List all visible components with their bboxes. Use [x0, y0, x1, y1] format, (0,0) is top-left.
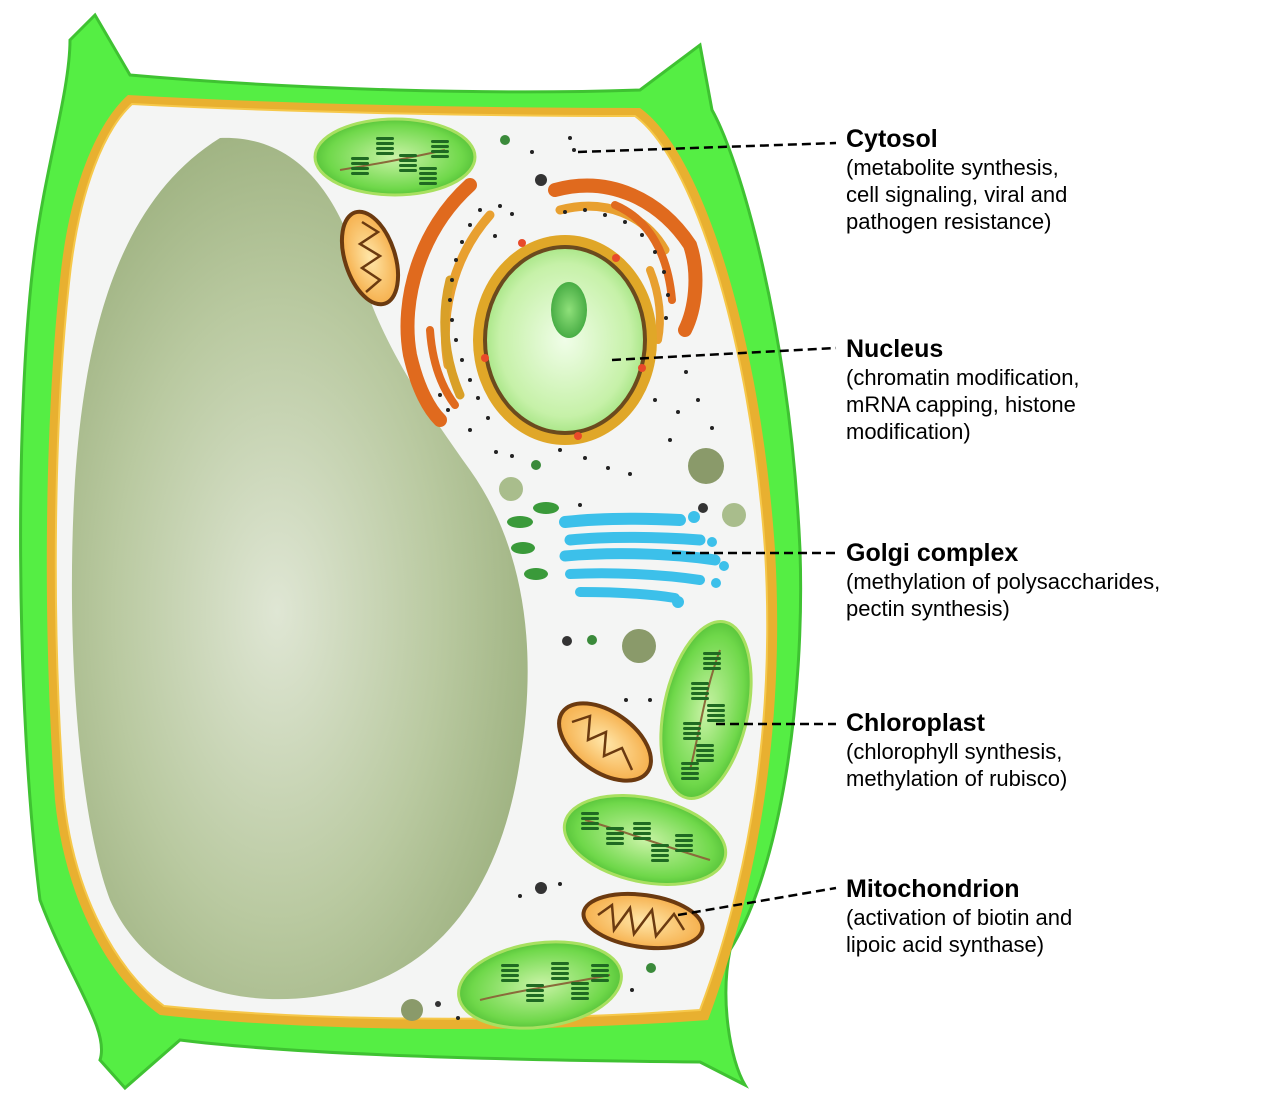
label-title: Nucleus [846, 334, 1080, 364]
label-description: (chlorophyll synthesis, methylation of r… [846, 738, 1067, 792]
label-description: (metabolite synthesis, cell signaling, v… [846, 154, 1067, 235]
label-chloroplast: Chloroplast (chlorophyll synthesis, meth… [846, 708, 1067, 792]
label-title: Golgi complex [846, 538, 1160, 568]
nucleus [473, 235, 657, 445]
label-description: (chromatin modification, mRNA capping, h… [846, 364, 1080, 445]
label-cytosol: Cytosol (metabolite synthesis, cell sign… [846, 124, 1067, 235]
label-nucleus: Nucleus (chromatin modification, mRNA ca… [846, 334, 1080, 445]
label-description: (methylation of polysaccharides, pectin … [846, 568, 1160, 622]
nucleolus [551, 282, 587, 338]
label-description: (activation of biotin and lipoic acid sy… [846, 904, 1072, 958]
label-mitochondrion: Mitochondrion (activation of biotin and … [846, 874, 1072, 958]
label-title: Cytosol [846, 124, 1067, 154]
label-title: Chloroplast [846, 708, 1067, 738]
label-golgi-complex: Golgi complex (methylation of polysaccha… [846, 538, 1160, 622]
chloroplast-top [315, 119, 475, 195]
label-title: Mitochondrion [846, 874, 1072, 904]
